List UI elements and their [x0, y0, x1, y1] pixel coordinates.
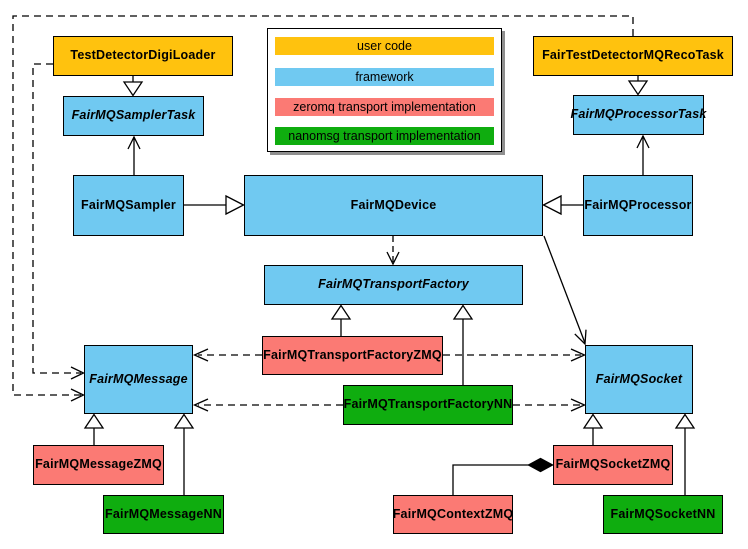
legend-item-nanomsg: nanomsg transport implementation [275, 127, 494, 145]
node-fairmqdevice: FairMQDevice [244, 175, 543, 236]
edge-inherit-messagenn-message [173, 413, 195, 495]
edge-inherit-digiloader-samplertask [122, 76, 144, 97]
node-fairmqmessage: FairMQMessage [84, 345, 193, 414]
edge-assoc-device-socket [543, 235, 587, 346]
node-fairmqsamplertask: FairMQSamplerTask [63, 96, 204, 136]
edge-inherit-socketzmq-socket [582, 413, 604, 445]
edge-inherit-tfnn-transportfactory [452, 304, 474, 385]
node-fairmqmessagezmq: FairMQMessageZMQ [33, 445, 164, 485]
edge-dependency-digiloader-message [32, 63, 86, 380]
edge-dependency-tfzmq-socket [443, 348, 587, 362]
edge-inherit-socketnn-socket [674, 413, 696, 495]
node-fairtestdetectormqrecotask: FairTestDetectorMQRecoTask [533, 36, 733, 76]
legend: user code framework zeromq transport imp… [267, 28, 502, 152]
edge-inherit-tfzmq-transportfactory [330, 304, 352, 336]
node-fairmqsocket: FairMQSocket [585, 345, 693, 414]
node-fairmqsampler: FairMQSampler [73, 175, 184, 236]
node-fairmqprocessor: FairMQProcessor [583, 175, 693, 236]
node-fairmqtransportfactorynn: FairMQTransportFactoryNN [343, 385, 513, 425]
node-fairmqmessagenn: FairMQMessageNN [103, 495, 224, 534]
edge-inherit-sampler-device [184, 194, 245, 216]
node-fairmqtransportfactoryzmq: FairMQTransportFactoryZMQ [262, 336, 443, 375]
edge-dependency-recotask-message [12, 15, 634, 402]
legend-item-framework: framework [275, 68, 494, 86]
node-fairmqcontextzmq: FairMQContextZMQ [393, 495, 513, 534]
edge-composition-contextzmq-socketzmq [452, 457, 554, 495]
edge-dependency-device-transportfactory [386, 236, 400, 266]
legend-item-user-code: user code [275, 37, 494, 55]
edge-dependency-tfzmq-message [192, 348, 262, 362]
legend-item-zeromq: zeromq transport implementation [275, 98, 494, 116]
node-fairmqsocketnn: FairMQSocketNN [603, 495, 723, 534]
edge-inherit-processor-device [542, 194, 583, 216]
edge-dependency-tfnn-message [192, 398, 343, 412]
edge-inherit-recotask-processortask [627, 76, 649, 96]
node-testdetectordigiloader: TestDetectorDigiLoader [53, 36, 233, 76]
node-fairmqsocketzmq: FairMQSocketZMQ [553, 445, 673, 485]
edge-assoc-sampler-samplertask [127, 135, 141, 175]
node-fairmqprocessortask: FairMQProcessorTask [570, 95, 706, 135]
edge-assoc-processor-processortask [636, 134, 650, 175]
node-fairmqtransportfactory: FairMQTransportFactory [264, 265, 523, 305]
edge-inherit-messagezmq-message [83, 413, 105, 445]
edge-dependency-tfnn-socket [513, 398, 587, 412]
